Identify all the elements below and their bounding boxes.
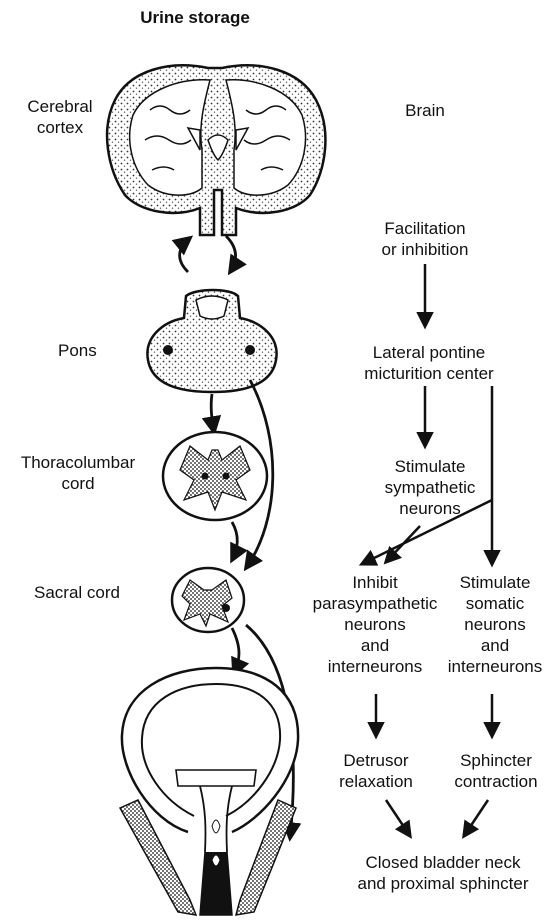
- arrow-sacral-to-bladder: [232, 628, 239, 674]
- cerebral-cortex-label-line2: cortex: [8, 117, 112, 138]
- thoracolumbar-label-line2: cord: [4, 473, 152, 494]
- sphincter-contraction-label: Sphincter contraction: [440, 750, 552, 792]
- stimulate-sympathetic-label-line1: Stimulate: [360, 456, 500, 477]
- facilitation-label-line1: Facilitation: [340, 218, 510, 239]
- facilitation-label-line2: or inhibition: [340, 239, 510, 260]
- inhibit-parasympathetic-label-line2: parasympathetic: [304, 593, 446, 614]
- inhibit-parasympathetic-label-line3: neurons: [304, 614, 446, 635]
- stimulate-sympathetic-label-line2: sympathetic: [360, 477, 500, 498]
- stimulate-somatic-label-line4: and: [436, 635, 554, 656]
- facilitation-label: Facilitation or inhibition: [340, 218, 510, 260]
- stimulate-somatic-label-line5: interneurons: [436, 656, 554, 677]
- thoracolumbar-label: Thoracolumbar cord: [4, 452, 152, 494]
- arrow-sympathetic-to-inhibit: [386, 526, 420, 562]
- detrusor-relaxation-label: Detrusor relaxation: [326, 750, 426, 792]
- sacral-cord-section: [172, 568, 244, 632]
- arrow-sphincter-to-closed: [464, 800, 488, 836]
- stimulate-somatic-label: Stimulate somatic neurons and interneuro…: [436, 572, 554, 677]
- closed-bladder-neck-label: Closed bladder neck and proximal sphinct…: [330, 852, 556, 894]
- closed-bladder-neck-label-line1: Closed bladder neck: [330, 852, 556, 873]
- thoracolumbar-cord-section: [163, 432, 267, 520]
- stimulate-somatic-label-line3: neurons: [436, 614, 554, 635]
- sacral-cord-label: Sacral cord: [34, 582, 120, 603]
- bladder-illustration: [122, 668, 298, 915]
- inhibit-parasympathetic-label-line5: interneurons: [304, 656, 446, 677]
- brain-coronal-section: [107, 65, 325, 235]
- inhibit-parasympathetic-label-line1: Inhibit: [304, 572, 446, 593]
- pontine-center-label: Lateral pontine micturition center: [344, 342, 514, 384]
- pons-label: Pons: [58, 340, 97, 361]
- arrow-pons-to-thoracolumbar: [211, 394, 214, 432]
- stimulate-somatic-label-line2: somatic: [436, 593, 554, 614]
- stimulate-somatic-label-line1: Stimulate: [436, 572, 554, 593]
- detrusor-relaxation-label-line2: relaxation: [326, 771, 426, 792]
- cerebral-cortex-label-line1: Cerebral: [8, 96, 112, 117]
- arrow-pons-to-cortex: [226, 236, 236, 272]
- sphincter-contraction-label-line1: Sphincter: [440, 750, 552, 771]
- pontine-center-label-line1: Lateral pontine: [344, 342, 514, 363]
- detrusor-relaxation-label-line1: Detrusor: [326, 750, 426, 771]
- pontine-center-label-line2: micturition center: [344, 363, 514, 384]
- stimulate-sympathetic-label: Stimulate sympathetic neurons: [360, 456, 500, 519]
- thoracolumbar-label-line1: Thoracolumbar: [4, 452, 152, 473]
- inhibit-parasympathetic-label: Inhibit parasympathetic neurons and inte…: [304, 572, 446, 677]
- cerebral-cortex-label: Cerebral cortex: [8, 96, 112, 138]
- pons-section: [147, 290, 276, 392]
- arrow-thoracolumbar-to-sacral: [232, 522, 237, 560]
- closed-bladder-neck-label-line2: and proximal sphincter: [330, 873, 556, 894]
- brain-label: Brain: [380, 100, 470, 121]
- arrow-detrusor-to-closed: [386, 800, 410, 836]
- arrow-cortex-to-pons: [180, 238, 190, 272]
- sphincter-contraction-label-line2: contraction: [440, 771, 552, 792]
- inhibit-parasympathetic-label-line4: and: [304, 635, 446, 656]
- stimulate-sympathetic-label-line3: neurons: [360, 498, 500, 519]
